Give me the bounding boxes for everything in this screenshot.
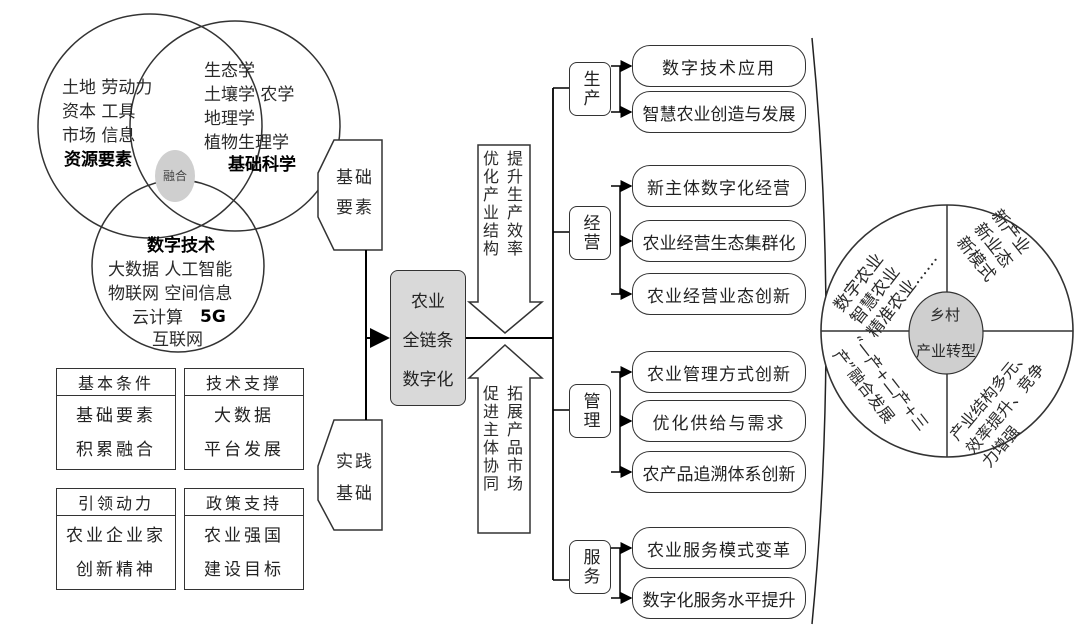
- down-arrow-col-1: 促进主体协同: [480, 385, 499, 493]
- item-production-2: 智慧农业创造与发展: [632, 91, 806, 133]
- core-line-1: 农业: [411, 291, 445, 312]
- venn-science-line-2: 土壤学 农学: [204, 85, 295, 105]
- pentagon-top-shape: [317, 139, 383, 251]
- venn-center-overlap: [155, 150, 195, 202]
- table-line: 积累融合: [76, 440, 156, 460]
- core-box: 农业 全链条 数字化: [390, 270, 466, 406]
- item-management-3: 农产品追溯体系创新: [632, 451, 806, 493]
- venn-digital-line-3: 云计算: [132, 308, 183, 328]
- outcome-center-line-1: 乡村: [930, 306, 961, 324]
- venn-resources-title: 资源要素: [64, 150, 132, 170]
- category-management: 管理: [569, 384, 611, 438]
- table-header: 技术支撑: [185, 369, 303, 396]
- table-line: 农业强国: [204, 526, 284, 546]
- item-management-1: 农业管理方式创新: [632, 351, 806, 393]
- venn-digital-line-2: 物联网 空间信息: [108, 284, 233, 304]
- category-service: 服务: [569, 540, 611, 594]
- pentagon-top-line-1: 基础: [336, 168, 374, 188]
- up-arrow-col-1: 优化产业结构: [480, 150, 499, 258]
- pentagon-bottom-line-1: 实践: [336, 452, 374, 472]
- table-header: 基本条件: [57, 369, 175, 396]
- venn-science-line-1: 生态学: [204, 61, 255, 81]
- venn-science-line-4: 植物生理学: [204, 133, 289, 153]
- table-line: 大数据: [214, 406, 274, 426]
- item-operation-3: 农业经营业态创新: [632, 273, 806, 315]
- item-service-2: 数字化服务水平提升: [632, 577, 806, 619]
- venn-center-label: 融合: [163, 169, 188, 183]
- category-production: 生产: [569, 62, 611, 116]
- item-operation-2: 农业经营生态集群化: [632, 220, 806, 262]
- table-line: 平台发展: [204, 440, 284, 460]
- venn-science-line-3: 地理学: [204, 109, 255, 129]
- item-management-2: 优化供给与需求: [632, 400, 806, 442]
- table-line: 创新精神: [76, 560, 156, 580]
- core-line-2: 全链条: [402, 330, 454, 351]
- table-tech-support: 技术支撑 大数据平台发展: [184, 368, 304, 470]
- outcome-center-line-2: 产业转型: [916, 342, 977, 360]
- venn-circle-resources: [37, 13, 263, 239]
- down-arrow-shape: [467, 343, 544, 534]
- item-operation-1: 新主体数字化经营: [632, 165, 806, 207]
- outcome-center-ellipse: [908, 291, 984, 375]
- venn-digital-line-5: 互联网: [152, 330, 203, 350]
- table-leading-force: 引领动力 农业企业家创新精神: [56, 488, 176, 590]
- venn-resources-line-2: 资本 工具: [62, 102, 136, 122]
- venn-digital-line-1: 大数据 人工智能: [108, 260, 233, 280]
- venn-digital-title: 数字技术: [147, 236, 215, 256]
- venn-resources-line-1: 土地 劳动力: [62, 78, 153, 98]
- pentagon-top-line-2: 要素: [336, 198, 374, 218]
- venn-science-title: 基础科学: [228, 155, 296, 175]
- item-production-1: 数字技术应用: [632, 45, 806, 87]
- table-line: 农业企业家: [66, 526, 166, 546]
- venn-resources-line-3: 市场 信息: [62, 126, 136, 146]
- pentagon-bottom-line-2: 基础: [336, 484, 374, 504]
- down-arrow-col-2: 拓展产品市场: [504, 385, 523, 493]
- pentagon-bottom-shape: [317, 419, 383, 531]
- category-operation: 经营: [569, 206, 611, 260]
- venn-circle-science: [129, 20, 341, 232]
- up-arrow-shape: [466, 144, 545, 334]
- table-line: 基础要素: [76, 406, 156, 426]
- item-service-1: 农业服务模式变革: [632, 527, 806, 569]
- core-line-3: 数字化: [402, 369, 454, 390]
- table-basic-conditions: 基本条件 基础要素积累融合: [56, 368, 176, 470]
- table-header: 政策支持: [185, 489, 303, 516]
- up-arrow-col-2: 提升生产效率: [504, 150, 523, 258]
- table-policy-support: 政策支持 农业强国建设目标: [184, 488, 304, 590]
- venn-digital-5g: 5G: [200, 307, 226, 327]
- table-line: 建设目标: [204, 560, 284, 580]
- table-header: 引领动力: [57, 489, 175, 516]
